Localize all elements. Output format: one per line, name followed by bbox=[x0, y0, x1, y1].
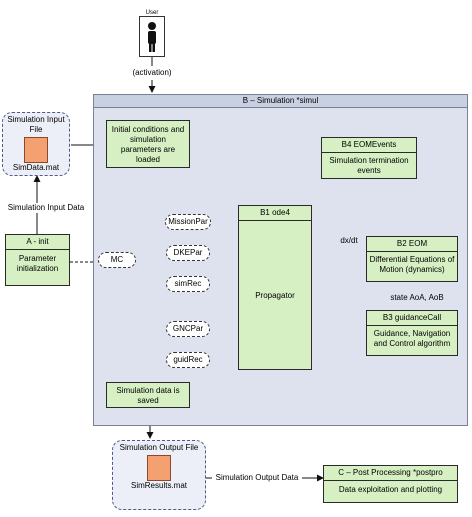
b4-box: B4 EOMEvents Simulation termination even… bbox=[321, 137, 417, 179]
dxdt-label: dx/dt bbox=[340, 236, 358, 245]
mc-param: MC bbox=[98, 252, 136, 268]
simulation-title: B – Simulation *simul bbox=[94, 95, 467, 108]
user-icon bbox=[139, 16, 165, 57]
mission-par: MissionPar bbox=[165, 214, 211, 230]
state-label: state AoA, AoB bbox=[386, 293, 448, 303]
input-file-title: Simulation Input File bbox=[7, 115, 65, 134]
init-body: Parameter initialization bbox=[16, 254, 59, 273]
b2-body: Differential Equations of Motion (dynami… bbox=[369, 255, 455, 274]
input-file-name: SimData.mat bbox=[12, 163, 60, 172]
file-icon bbox=[24, 137, 48, 163]
b1-title: B1 ode4 bbox=[239, 206, 311, 221]
gnc-par: GNCPar bbox=[166, 321, 210, 337]
activation-label: (activation) bbox=[132, 68, 172, 77]
post-box: C – Post Processing *postpro Data exploi… bbox=[323, 465, 458, 503]
file-icon bbox=[147, 455, 171, 481]
b1-body: Propagator bbox=[255, 291, 295, 300]
loaded-box: Initial conditions and simulation parame… bbox=[106, 120, 190, 168]
b3-body: Guidance, Navigation and Control algorit… bbox=[373, 329, 451, 348]
saved-box: Simulation data is saved bbox=[106, 382, 190, 408]
user-label: User bbox=[145, 10, 159, 16]
input-data-label: Simulation Input Data bbox=[0, 203, 92, 213]
input-file: Simulation Input File SimData.mat bbox=[2, 112, 70, 176]
b4-body: Simulation termination events bbox=[329, 156, 409, 175]
post-title: C – Post Processing *postpro bbox=[324, 466, 457, 481]
guidrec-param: guidRec bbox=[166, 352, 210, 368]
post-body: Data exploitation and plotting bbox=[338, 485, 443, 494]
b3-title: B3 guidanceCall bbox=[367, 311, 457, 326]
dke-par: DKEPar bbox=[166, 245, 210, 261]
b2-box: B2 EOM Differential Equations of Motion … bbox=[366, 236, 458, 282]
output-file-title: Simulation Output File bbox=[119, 443, 199, 452]
output-data-label: Simulation Output Data bbox=[212, 473, 302, 483]
b1-box: B1 ode4 Propagator bbox=[238, 205, 312, 370]
init-title: A - init bbox=[6, 235, 69, 250]
output-file: Simulation Output File SimResults.mat bbox=[112, 440, 206, 510]
output-file-name: SimResults.mat bbox=[130, 481, 187, 490]
b4-title: B4 EOMEvents bbox=[322, 138, 416, 153]
b3-box: B3 guidanceCall Guidance, Navigation and… bbox=[366, 310, 458, 356]
init-box: A - init Parameter initialization bbox=[5, 234, 70, 286]
simrec-param: simRec bbox=[166, 276, 210, 292]
b2-title: B2 EOM bbox=[367, 237, 457, 252]
